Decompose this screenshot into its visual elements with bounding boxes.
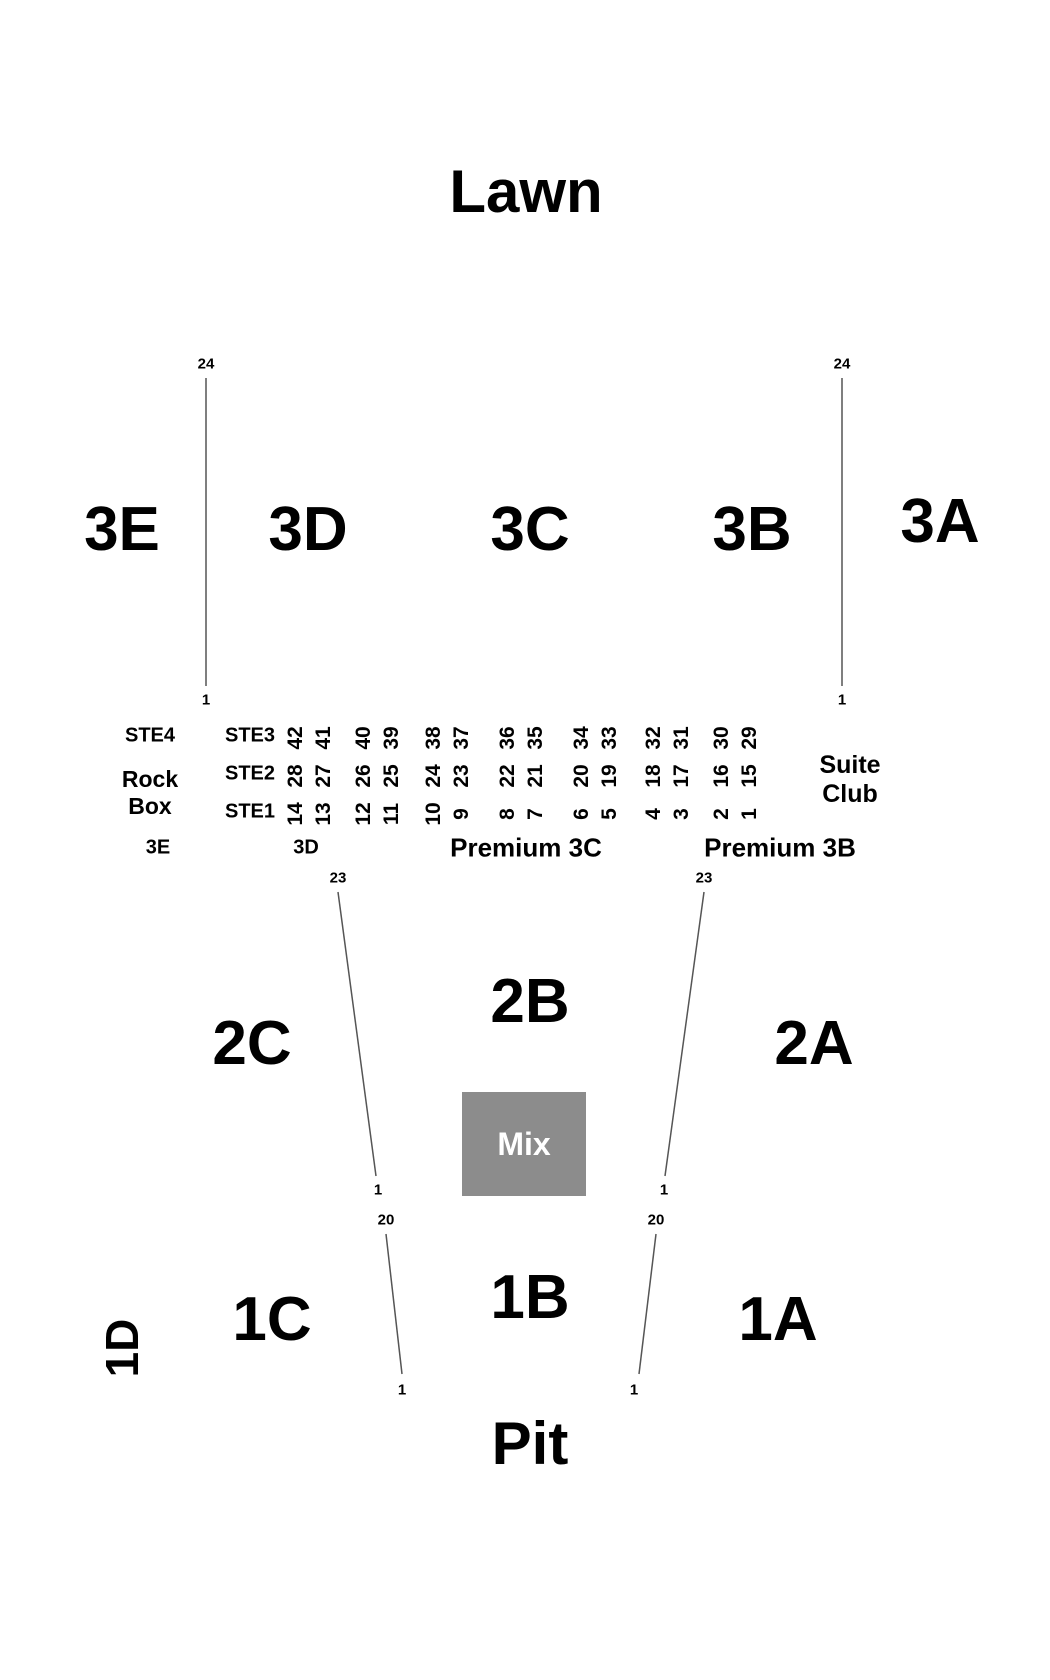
section-2c[interactable]: 2C (212, 1009, 292, 1078)
suite-ste1-number[interactable]: 9 (450, 808, 473, 820)
suite-ste1-number[interactable]: 10 (422, 802, 445, 826)
row-number-23-right: 23 (695, 869, 713, 887)
ste3-label[interactable]: STE3 (224, 724, 276, 747)
suite-ste2-number[interactable]: 26 (352, 764, 375, 788)
section-3e[interactable]: 3E (84, 495, 160, 564)
suite-ste1-number[interactable]: 7 (524, 808, 547, 820)
suite-ste3-number[interactable]: 36 (496, 726, 519, 750)
aisle-line-1b-1a (638, 1233, 657, 1375)
suite-ste2-number[interactable]: 23 (450, 764, 473, 788)
ste2-label[interactable]: STE2 (224, 762, 276, 785)
suite-ste3-number[interactable]: 41 (312, 726, 335, 750)
row-number-20-right: 20 (647, 1211, 665, 1229)
suite-ste2-number[interactable]: 18 (642, 764, 665, 788)
row-number-24-right: 24 (833, 355, 851, 373)
suite-ste2-number[interactable]: 22 (496, 764, 519, 788)
suite-ste2-number[interactable]: 17 (670, 764, 693, 788)
section-2a[interactable]: 2A (774, 1009, 854, 1078)
ste1-label[interactable]: STE1 (224, 800, 276, 823)
suite-ste2-number[interactable]: 16 (710, 764, 733, 788)
suite-ste3-number[interactable]: 31 (670, 726, 693, 750)
suite-ste2-number[interactable]: 27 (312, 764, 335, 788)
sub-label-3e[interactable]: 3E (145, 836, 171, 859)
row-number-24-left: 24 (197, 355, 215, 373)
suite-ste3-number[interactable]: 29 (738, 726, 761, 750)
section-1c[interactable]: 1C (232, 1285, 312, 1354)
suite-ste2-number[interactable]: 28 (284, 764, 307, 788)
premium-3c-label[interactable]: Premium 3C (450, 832, 602, 863)
row-number-23-left: 23 (329, 869, 347, 887)
rock-box-label[interactable]: Rock Box (122, 766, 178, 820)
aisle-line-2b-2a (664, 891, 705, 1177)
suite-ste3-number[interactable]: 33 (598, 726, 621, 750)
premium-3b-label[interactable]: Premium 3B (704, 832, 856, 863)
pit-label[interactable]: Pit (491, 1410, 569, 1477)
suite-ste3-number[interactable]: 32 (642, 726, 665, 750)
aisle-line-2c-2b (337, 891, 377, 1177)
row-number-1-right: 1 (837, 691, 847, 709)
suite-ste3-number[interactable]: 30 (710, 726, 733, 750)
suite-ste3-number[interactable]: 42 (284, 726, 307, 750)
suite-ste2-number[interactable]: 19 (598, 764, 621, 788)
row-number-1-2a: 1 (659, 1181, 669, 1199)
suite-ste1-number[interactable]: 13 (312, 802, 335, 826)
aisle-line-1c-1b (385, 1233, 403, 1375)
row-number-1-1c: 1 (397, 1381, 407, 1399)
suite-ste1-number[interactable]: 8 (496, 808, 519, 820)
section-1d[interactable]: 1D (96, 1318, 148, 1378)
suite-ste1-number[interactable]: 14 (284, 802, 307, 826)
section-2b[interactable]: 2B (490, 967, 570, 1036)
rock-box-line-1: Rock (121, 766, 179, 792)
suite-ste1-number[interactable]: 11 (380, 802, 403, 826)
section-1b[interactable]: 1B (490, 1263, 570, 1332)
section-1a[interactable]: 1A (738, 1285, 818, 1354)
suite-club-line-2: Club (822, 780, 878, 808)
suite-ste3-number[interactable]: 37 (450, 726, 473, 750)
suite-club-line-1: Suite (819, 751, 881, 779)
suite-ste1-number[interactable]: 3 (670, 808, 693, 820)
suite-ste1-number[interactable]: 2 (710, 808, 733, 820)
rock-box-line-2: Box (128, 793, 172, 819)
row-number-1-2c: 1 (373, 1181, 383, 1199)
suite-ste3-number[interactable]: 40 (352, 726, 375, 750)
section-3d[interactable]: 3D (268, 495, 348, 564)
suite-ste3-number[interactable]: 39 (380, 726, 403, 750)
section-3b[interactable]: 3B (712, 495, 792, 564)
row-number-20-left: 20 (377, 1211, 395, 1229)
suite-ste1-number[interactable]: 1 (738, 808, 761, 820)
sub-label-3d[interactable]: 3D (293, 836, 319, 859)
suite-ste3-number[interactable]: 35 (524, 726, 547, 750)
suite-ste2-number[interactable]: 25 (380, 764, 403, 788)
suite-ste1-number[interactable]: 6 (570, 808, 593, 820)
suite-ste2-number[interactable]: 24 (422, 764, 445, 788)
mix-booth: Mix (462, 1092, 586, 1196)
row-number-1-1a: 1 (629, 1381, 639, 1399)
suite-ste2-number[interactable]: 20 (570, 764, 593, 788)
suite-ste1-number[interactable]: 5 (598, 808, 621, 820)
suite-ste2-number[interactable]: 15 (738, 764, 761, 788)
suite-ste3-number[interactable]: 34 (570, 726, 593, 750)
row-number-1-left: 1 (201, 691, 211, 709)
suite-ste2-number[interactable]: 21 (524, 764, 547, 788)
section-3a[interactable]: 3A (900, 487, 980, 556)
ste4-label[interactable]: STE4 (124, 724, 176, 747)
suite-ste1-number[interactable]: 4 (642, 808, 665, 820)
suite-ste1-number[interactable]: 12 (352, 802, 375, 826)
section-3c[interactable]: 3C (490, 495, 570, 564)
suite-club-label[interactable]: Suite Club (819, 751, 880, 809)
suite-ste3-number[interactable]: 38 (422, 726, 445, 750)
lawn-label[interactable]: Lawn (449, 158, 603, 225)
